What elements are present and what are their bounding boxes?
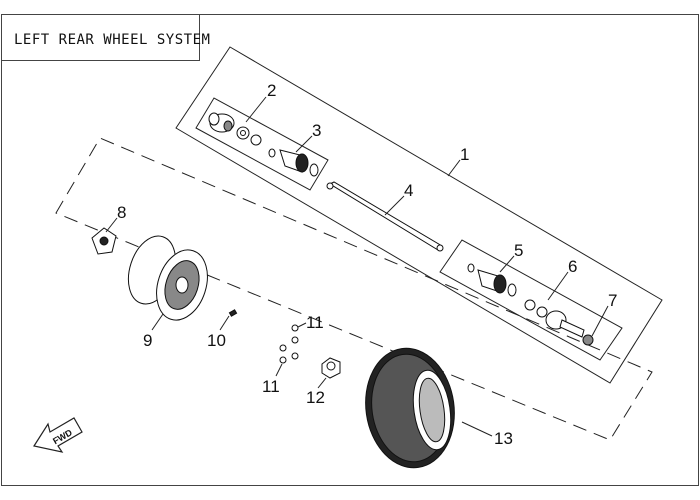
- diagram-frame: [1, 14, 699, 486]
- inner-joint-frame: [195, 97, 329, 191]
- callout-11-top: 11: [306, 313, 324, 332]
- valve-stem: [228, 309, 238, 317]
- callout-2: 2: [267, 81, 276, 100]
- inner-cv-joint: [208, 112, 262, 146]
- callout-12: 12: [306, 388, 325, 407]
- wheel-group-frame: [55, 137, 653, 441]
- axle-nut: [582, 334, 594, 346]
- forward-arrow-icon: FWD: [33, 417, 83, 453]
- callout-11-bottom: 11: [262, 377, 280, 396]
- title-box: LEFT REAR WHEEL SYSTEM: [1, 14, 210, 61]
- wheel-hub: [91, 227, 117, 255]
- callout-6: 6: [568, 257, 577, 276]
- hub-nut: [321, 357, 341, 379]
- outer-boot: [467, 263, 517, 297]
- wheel-nuts: [279, 324, 299, 364]
- callout-4: 4: [404, 181, 413, 200]
- callout-labels: 2 3 1 4 5 6 7 8 9 10 11 11 12 13: [117, 81, 617, 448]
- callout-3: 3: [312, 121, 321, 140]
- diagram-title: LEFT REAR WHEEL SYSTEM: [14, 32, 210, 48]
- axle-shaft: [326, 181, 444, 252]
- callout-1: 1: [460, 145, 469, 164]
- callout-8: 8: [117, 203, 126, 222]
- inner-boot: [268, 148, 319, 177]
- wheel-rim: [127, 235, 208, 321]
- tire: [365, 347, 455, 469]
- leader-lines: [105, 96, 609, 437]
- outer-cv-joint: [524, 299, 585, 338]
- callout-10: 10: [207, 331, 226, 350]
- outer-joint-frame: [439, 239, 623, 361]
- callout-9: 9: [143, 331, 152, 350]
- shaft-assembly-frame: [175, 46, 663, 384]
- callout-7: 7: [608, 291, 617, 310]
- callout-5: 5: [514, 241, 523, 260]
- callout-13: 13: [494, 429, 513, 448]
